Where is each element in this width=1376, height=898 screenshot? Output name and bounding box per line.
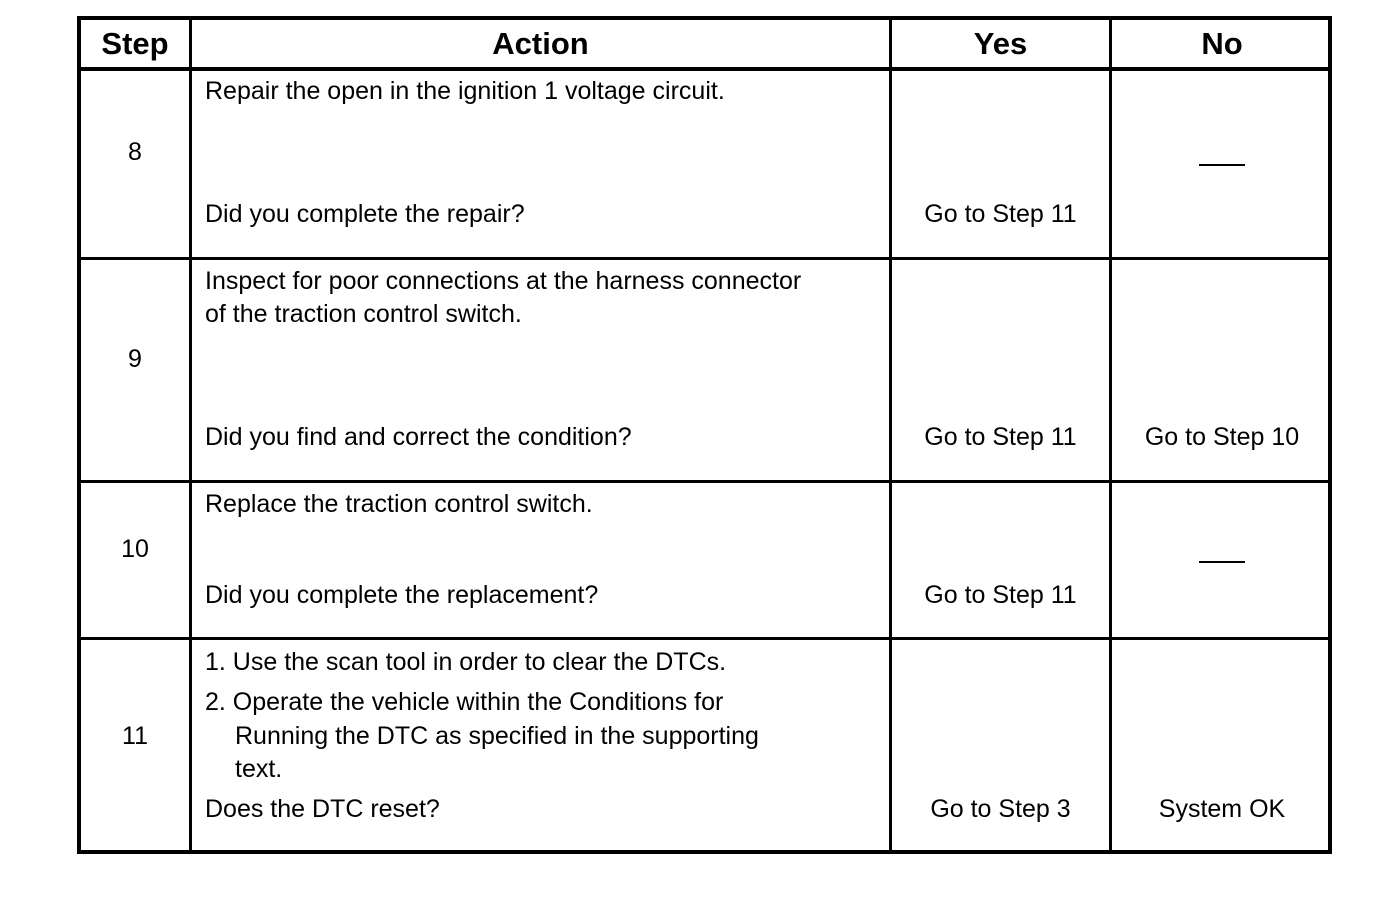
action-list-item: Running the DTC as specified in the supp… <box>235 722 759 750</box>
action-question: Did you complete the repair? <box>205 200 525 228</box>
step-number: 11 <box>122 722 148 750</box>
step-number: 10 <box>121 535 149 563</box>
header-divider <box>81 67 1328 71</box>
no-result-dash <box>1199 561 1245 563</box>
header-no: No <box>1201 26 1243 61</box>
column-divider <box>1109 20 1112 850</box>
action-question: Did you complete the replacement? <box>205 581 599 609</box>
action-list-item: 1. Use the scan tool in order to clear t… <box>205 648 727 676</box>
action-text: of the traction control switch. <box>205 300 522 328</box>
action-text: Inspect for poor connections at the harn… <box>205 267 802 295</box>
header-action: Action <box>492 26 589 61</box>
step-number: 8 <box>128 138 142 166</box>
header-yes: Yes <box>973 26 1028 61</box>
yes-result: Go to Step 11 <box>924 423 1077 451</box>
action-list-item: text. <box>235 755 283 783</box>
no-result: System OK <box>1158 795 1286 823</box>
no-result-dash <box>1199 164 1245 166</box>
action-question: Did you find and correct the condition? <box>205 423 632 451</box>
action-question: Does the DTC reset? <box>205 795 440 823</box>
action-text: Repair the open in the ignition 1 voltag… <box>205 77 725 105</box>
yes-result: Go to Step 3 <box>930 795 1071 823</box>
header-step: Step <box>101 26 169 61</box>
action-text: Replace the traction control switch. <box>205 490 593 518</box>
column-divider <box>889 20 892 850</box>
row-divider <box>81 637 1328 640</box>
diagnostic-table: Step Action Yes No 8 Repair the open in … <box>77 16 1332 854</box>
no-result: Go to Step 10 <box>1144 423 1300 451</box>
action-list-item: 2. Operate the vehicle within the Condit… <box>205 688 724 716</box>
step-number: 9 <box>128 345 142 373</box>
yes-result: Go to Step 11 <box>924 200 1077 228</box>
row-divider <box>81 257 1328 260</box>
row-divider <box>81 480 1328 483</box>
yes-result: Go to Step 11 <box>924 581 1077 609</box>
column-divider <box>189 20 192 850</box>
